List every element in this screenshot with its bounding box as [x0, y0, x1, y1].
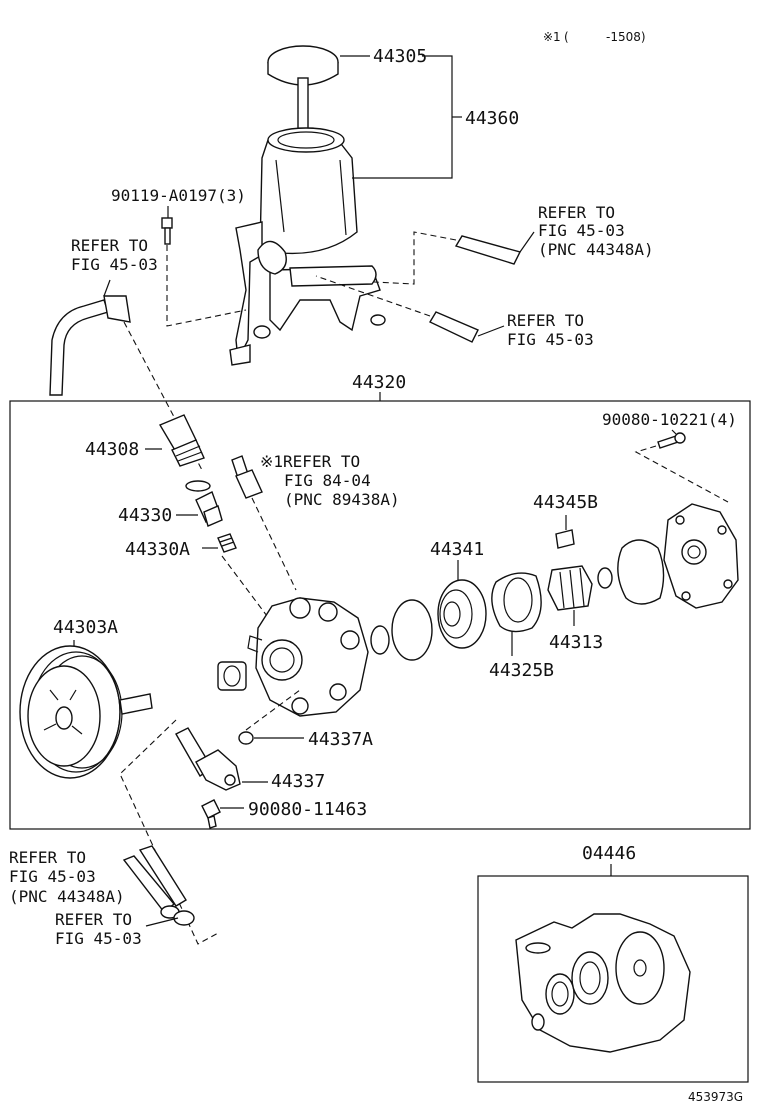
bolt-90119[interactable] [161, 217, 173, 245]
pump-assembly-box [9, 400, 751, 830]
ref-sensor-1: ※1REFER TO [260, 452, 360, 471]
o-ring-large[interactable] [391, 599, 433, 661]
pulley-44303A[interactable] [19, 645, 153, 779]
label-90080-10221: 90080-10221(4) [602, 410, 737, 429]
label-44330A: 44330A [125, 539, 190, 560]
note-open: ( [564, 30, 569, 44]
label-90080-11463: 90080-11463 [248, 799, 367, 820]
label-44360: 44360 [465, 108, 519, 129]
label-44341: 44341 [430, 539, 484, 560]
pressure-sensor[interactable] [231, 455, 263, 499]
ref-top-left-1: REFER TO [71, 236, 148, 255]
bearing-left[interactable] [217, 661, 247, 691]
relief-valve-44308[interactable] [158, 414, 205, 467]
ref-sensor-2: FIG 84-04 [284, 471, 371, 490]
ref-mid-right-1: REFER TO [507, 311, 584, 330]
label-44337: 44337 [271, 771, 325, 792]
flow-valve-44330[interactable] [195, 491, 223, 527]
hose-mid-right[interactable] [429, 311, 479, 343]
label-44345B: 44345B [533, 492, 598, 513]
label-44305: 44305 [373, 46, 427, 67]
note-mark: ※1 [543, 30, 561, 44]
rear-cover[interactable] [663, 503, 739, 609]
ref-top-right-1: REFER TO [538, 203, 615, 222]
rotor-44313[interactable] [547, 565, 593, 611]
reservoir-tank[interactable] [259, 127, 358, 255]
ref-bottom-left-3: (PNC 44348A) [9, 887, 125, 906]
ref-bottom-left-1: REFER TO [9, 848, 86, 867]
side-plate-44341[interactable] [437, 579, 487, 649]
bolt-90080-10221[interactable] [657, 432, 686, 449]
label-04446: 04446 [582, 843, 636, 864]
cam-ring-44325B[interactable] [491, 572, 542, 633]
label-44303A: 44303A [53, 617, 118, 638]
label-90119-A0197: 90119-A0197(3) [111, 186, 246, 205]
hose-top-right[interactable] [454, 235, 522, 265]
ref-mid-right-2: FIG 45-03 [507, 330, 594, 349]
note-range: -1508) [606, 30, 646, 44]
label-44313: 44313 [549, 632, 603, 653]
label-44330: 44330 [118, 505, 172, 526]
ref-top-right-3: (PNC 44348A) [538, 240, 654, 259]
o-ring-44308[interactable] [185, 480, 211, 492]
gasket-kit-04446[interactable] [515, 913, 691, 1053]
label-44325B: 44325B [489, 660, 554, 681]
pump-body[interactable] [247, 597, 369, 717]
snap-ring[interactable] [597, 567, 613, 589]
pin-44345B[interactable] [555, 529, 575, 549]
gasket-kit-box [477, 875, 749, 1083]
gasket-rear[interactable] [617, 539, 665, 605]
o-ring-44337A[interactable] [238, 731, 254, 745]
label-44308: 44308 [85, 439, 139, 460]
reservoir-cap[interactable] [267, 45, 339, 131]
suction-hose[interactable] [122, 845, 195, 926]
pressure-hose[interactable] [49, 279, 131, 396]
ref-sensor-3: (PNC 89438A) [284, 490, 400, 509]
ref-bottom-left2-1: REFER TO [55, 910, 132, 929]
bolt-90080-11463[interactable] [201, 799, 221, 829]
label-44337A: 44337A [308, 729, 373, 750]
label-44320: 44320 [352, 372, 406, 393]
spring-44330A[interactable] [217, 533, 237, 553]
o-ring-small[interactable] [370, 625, 390, 655]
ref-bottom-left2-2: FIG 45-03 [55, 929, 142, 948]
ref-top-right-2: FIG 45-03 [538, 221, 625, 240]
union-44337[interactable] [175, 727, 241, 791]
figure-id: 453973G [688, 1090, 743, 1104]
ref-bottom-left-2: FIG 45-03 [9, 867, 96, 886]
ref-top-left-2: FIG 45-03 [71, 255, 158, 274]
